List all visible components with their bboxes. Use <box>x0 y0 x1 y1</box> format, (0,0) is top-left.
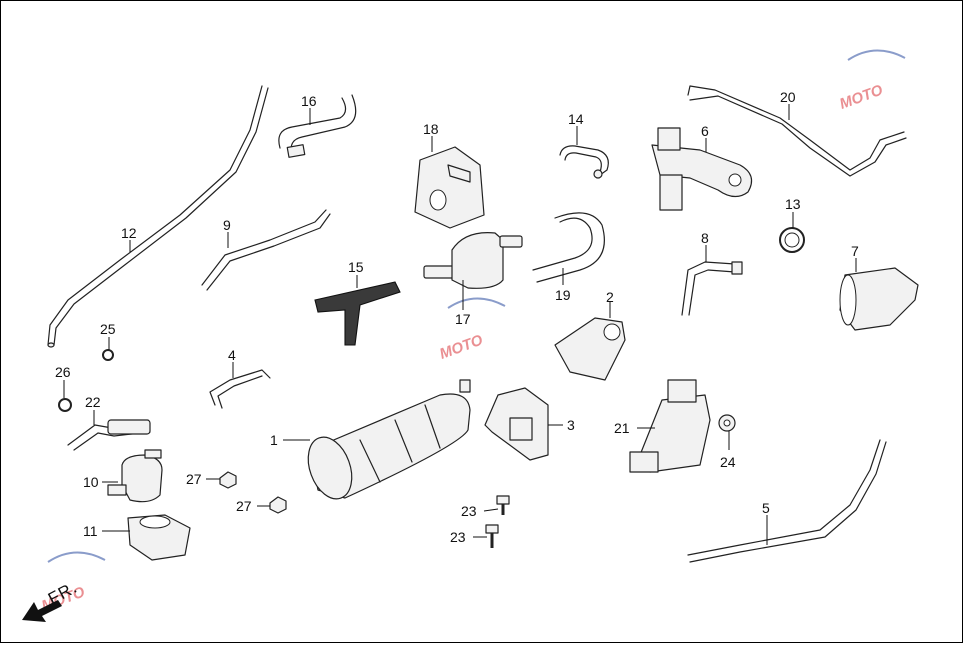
part-22-hose <box>67 419 151 451</box>
callout-18: 18 <box>423 121 439 137</box>
callout-6: 6 <box>701 123 709 139</box>
part-2-housing <box>554 317 626 381</box>
callout-9: 9 <box>223 217 231 233</box>
callout-7: 7 <box>851 243 859 259</box>
callout-23: 23 <box>461 503 477 519</box>
callout-15: 15 <box>348 259 364 275</box>
part-17-fuel-filter <box>423 232 523 289</box>
callout-17: 17 <box>455 311 471 327</box>
callout-1: 1 <box>270 432 278 448</box>
part-6-valve <box>651 127 753 211</box>
part-16-bent-hose <box>278 94 357 158</box>
callout-23: 23 <box>450 529 466 545</box>
part-27-nut <box>219 471 237 489</box>
part-19-curved-hose <box>532 212 605 283</box>
callout-4: 4 <box>228 347 236 363</box>
watermark-logo: MOTO <box>837 49 906 113</box>
part-23-bolt <box>485 524 499 548</box>
part-10-fuel-filter <box>107 449 163 503</box>
callout-22: 22 <box>85 394 101 410</box>
part-18-bracket <box>414 146 485 229</box>
part-8-pipe <box>681 261 743 316</box>
callout-2: 2 <box>606 289 614 305</box>
front-direction-arrow-icon <box>22 600 62 622</box>
part-27-nut <box>269 496 287 514</box>
part-4-hose <box>209 369 271 409</box>
part-15-y-joint <box>314 281 401 346</box>
part-12-long-hose <box>47 85 269 348</box>
watermark-text: MOTO <box>437 331 485 362</box>
callout-21: 21 <box>614 420 630 436</box>
callout-8: 8 <box>701 230 709 246</box>
callout-12: 12 <box>121 225 137 241</box>
part-3-bracket <box>484 387 549 461</box>
callout-25: 25 <box>100 321 116 337</box>
part-20-long-hose <box>687 85 907 177</box>
callout-24: 24 <box>720 454 736 470</box>
watermark-text: MOTO <box>837 81 885 112</box>
part-7-cap <box>839 267 919 331</box>
part-24-washer <box>718 414 736 432</box>
callout-14: 14 <box>568 111 584 127</box>
part-21-solenoid-valve <box>629 379 711 473</box>
part-11-holder <box>127 514 191 561</box>
callout-16: 16 <box>301 93 317 109</box>
part-23-bolt <box>496 495 510 515</box>
callout-13: 13 <box>785 196 801 212</box>
leader-lines <box>63 104 857 545</box>
part-13-hose-clip <box>779 227 805 253</box>
callout-20: 20 <box>780 89 796 105</box>
callout-11: 11 <box>83 523 98 539</box>
part-14-small-hose <box>559 145 609 179</box>
part-26-clamp <box>58 398 72 412</box>
part-5-long-hose <box>687 439 887 563</box>
callout-19: 19 <box>555 287 571 303</box>
part-9-hose <box>201 209 331 291</box>
callout-27: 27 <box>186 471 202 487</box>
callout-3: 3 <box>567 417 575 433</box>
part-25-clamp <box>102 349 114 361</box>
callout-10: 10 <box>83 474 99 490</box>
callout-26: 26 <box>55 364 71 380</box>
callout-5: 5 <box>762 500 770 516</box>
callout-27: 27 <box>236 498 252 514</box>
watermark-logo: MOTO <box>437 297 506 363</box>
part-1-canister <box>307 379 471 500</box>
